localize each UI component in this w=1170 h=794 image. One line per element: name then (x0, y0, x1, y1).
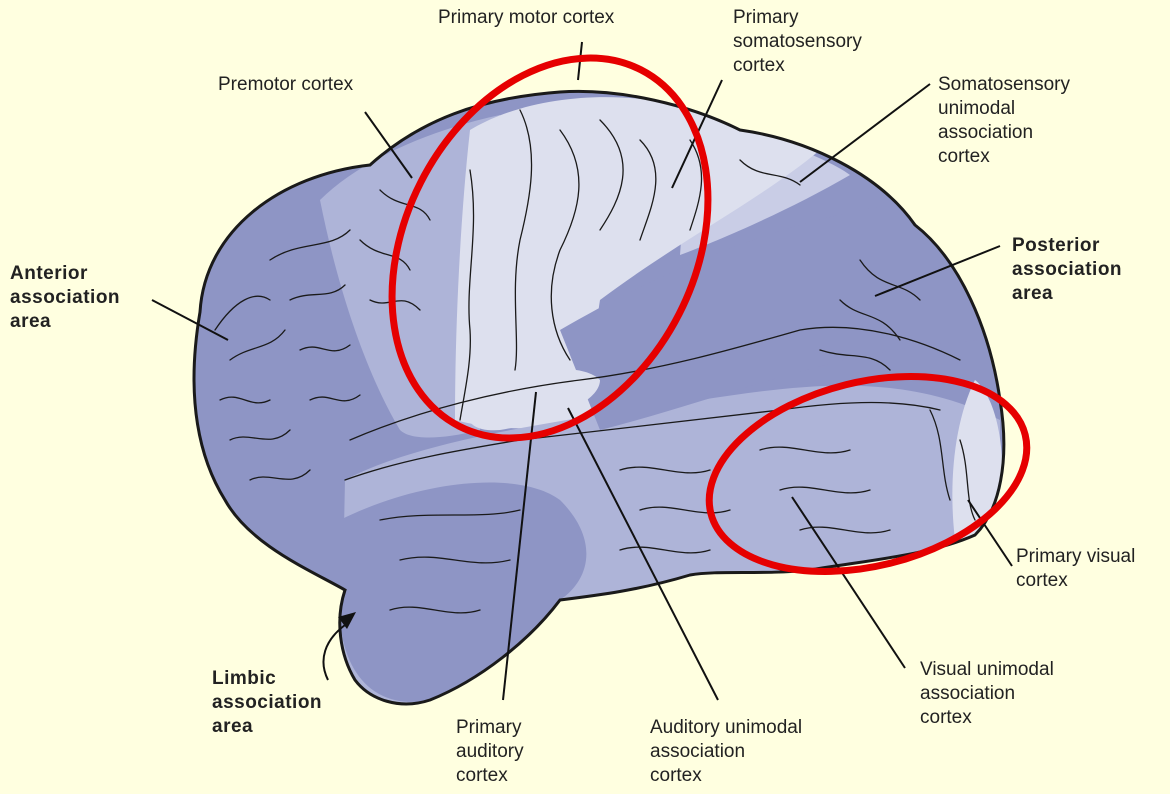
leader-somatosensory-unimodal (800, 84, 930, 182)
label-auditory-unimodal-association-cortex: Auditory unimodal association cortex (650, 716, 802, 788)
label-primary-motor-cortex: Primary motor cortex (438, 6, 614, 30)
label-visual-unimodal-association-cortex: Visual unimodal association cortex (920, 658, 1054, 730)
label-somatosensory-unimodal-association-cortex: Somatosensory unimodal association corte… (938, 73, 1070, 169)
label-primary-somatosensory-cortex: Primary somatosensory cortex (733, 6, 862, 78)
label-primary-auditory-cortex: Primary auditory cortex (456, 716, 524, 788)
label-premotor-cortex: Premotor cortex (218, 73, 353, 97)
label-posterior-association-area: Posterior association area (1012, 234, 1122, 306)
label-anterior-association-area: Anterior association area (10, 262, 120, 334)
label-primary-visual-cortex: Primary visual cortex (1016, 545, 1135, 593)
label-limbic-association-area: Limbic association area (212, 667, 322, 739)
